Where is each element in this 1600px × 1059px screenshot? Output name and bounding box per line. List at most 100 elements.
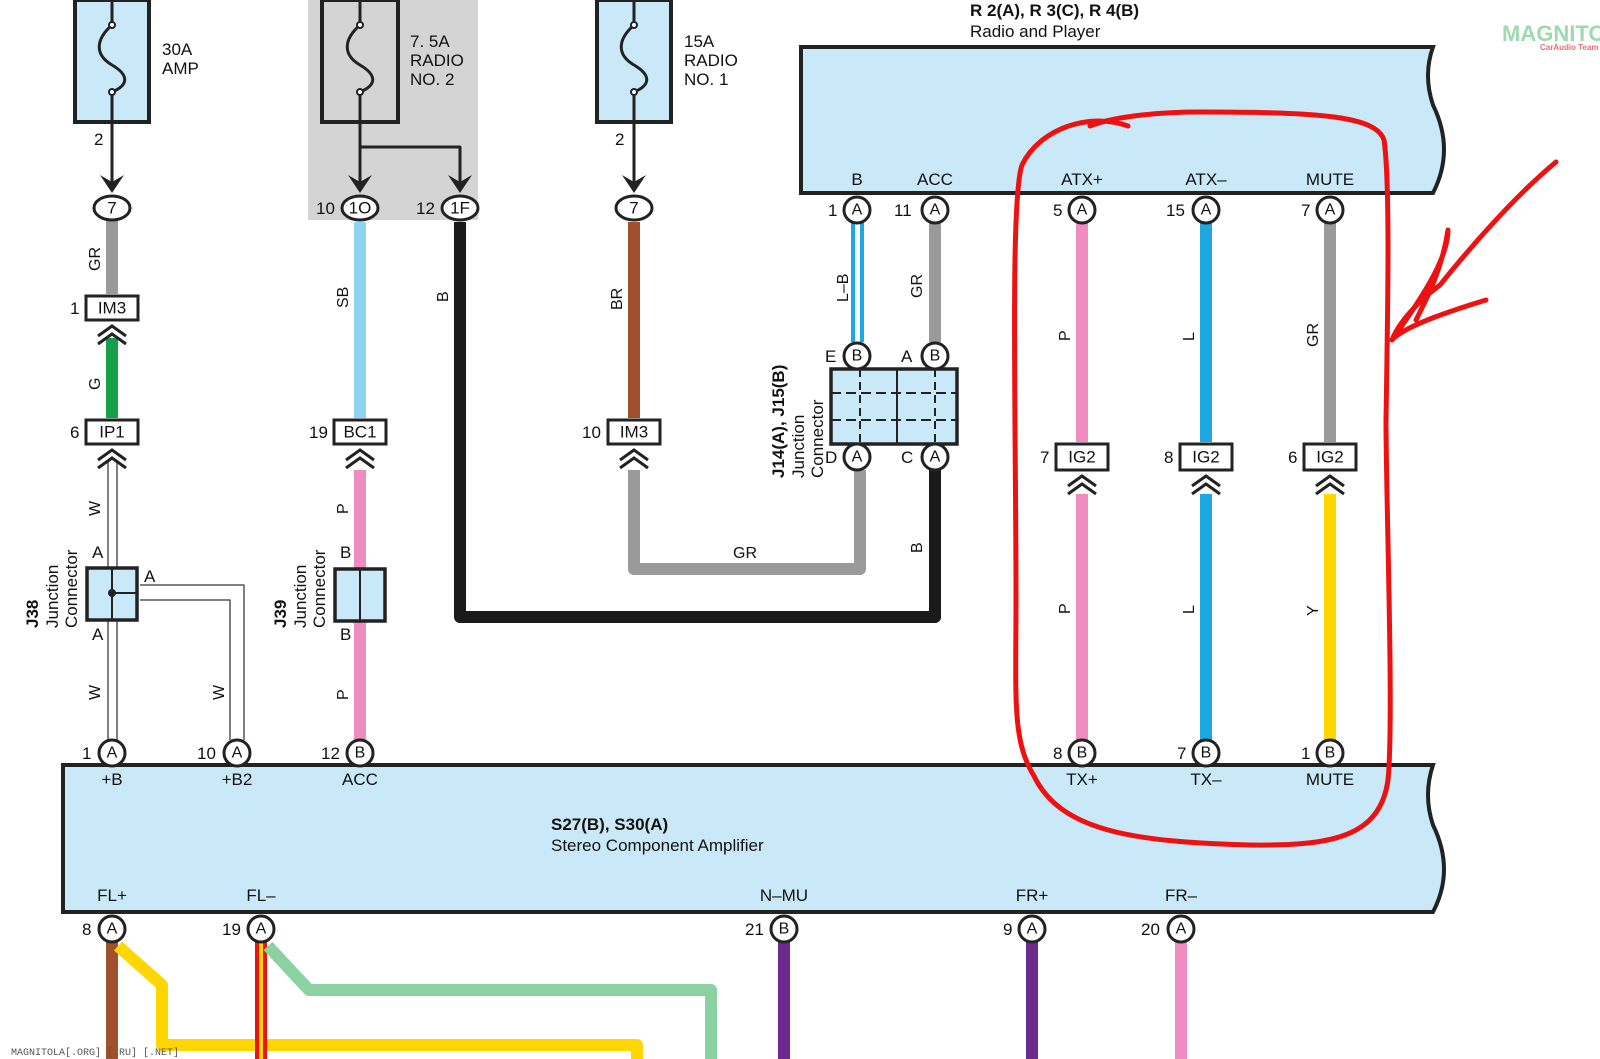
wire-b-black — [454, 222, 941, 623]
wire-label-w3: W — [211, 684, 228, 700]
connector-im3-amp: IM3 — [84, 294, 140, 322]
junction-j39-id: J39 — [271, 600, 290, 628]
radio-term-acc-num: 11 — [894, 201, 912, 220]
chevron-ip1 — [97, 448, 127, 470]
amp-term-nmu-name: N–MU — [760, 886, 808, 905]
svg-text:BC1: BC1 — [343, 423, 376, 442]
amp-term-b-num: 1 — [82, 744, 91, 763]
junction-j14-id: J14(A), J15(B) — [769, 365, 788, 478]
pin-amp-fr-minus: A — [1166, 914, 1196, 944]
highlight-outline — [1012, 109, 1393, 848]
amp-term-fl-plus-name: FL+ — [97, 886, 127, 905]
wire-label-w1: W — [87, 500, 104, 516]
wire-label-lb: L–B — [835, 274, 852, 302]
fuse-radio-no2 — [320, 0, 400, 124]
svg-text:B: B — [779, 921, 790, 938]
amp-term-b2-name: +B2 — [222, 770, 253, 789]
amp-term-acc-num: 12 — [321, 744, 340, 763]
amp-term-fl-plus-num: 8 — [82, 920, 91, 939]
amplifier-block — [61, 763, 1446, 914]
svg-text:A: A — [930, 449, 941, 466]
highlight-arrow — [1389, 159, 1559, 343]
radio-term-atx-plus-num: 5 — [1053, 201, 1062, 220]
radio-term-atx-plus-name: ATX+ — [1061, 170, 1103, 189]
pin-radio-b: A — [842, 195, 872, 225]
wire-label-w2: W — [87, 684, 104, 700]
fuse-amp-pin: 2 — [94, 130, 103, 149]
pin-radio-mute: A — [1315, 195, 1345, 225]
wire-label-l1: L — [1181, 332, 1198, 341]
connector-im3-radio-num: 10 — [582, 423, 601, 442]
arrowheads — [100, 175, 646, 193]
connector-ip1-num: 6 — [70, 423, 79, 442]
amp-term-fl-minus-num: 19 — [222, 920, 241, 939]
svg-text:1F: 1F — [450, 199, 470, 218]
junction-j39-pin-top: B — [340, 543, 351, 562]
wire-label-b1: B — [435, 291, 452, 302]
amp-term-nmu-num: 21 — [745, 920, 764, 939]
fuse-radio2-number: NO. 2 — [410, 70, 454, 89]
radio-term-b-num: 1 — [828, 201, 837, 220]
amp-term-tx-minus-name: TX– — [1190, 770, 1222, 789]
chevron-ig2-tx-plus — [1067, 474, 1097, 496]
fuse-radio1-rating: 15A — [684, 32, 715, 51]
svg-text:A: A — [1077, 202, 1088, 219]
junction-j38-pin-top: A — [92, 543, 104, 562]
junction-j14-pin-a: A — [901, 347, 913, 366]
connector-ig2-mute-num: 6 — [1288, 448, 1297, 467]
radio-player-title: R 2(A), R 3(C), R 4(B) — [970, 1, 1139, 20]
svg-text:B: B — [355, 745, 366, 762]
svg-text:IG2: IG2 — [1068, 448, 1095, 467]
wire-w-b2-inner — [140, 599, 231, 740]
connector-ig2-tx-plus: IG2 — [1054, 442, 1110, 472]
svg-text:A: A — [1201, 202, 1212, 219]
svg-text:B: B — [930, 348, 941, 365]
oval-r1-7: 7 — [614, 194, 654, 222]
chevron-bc1 — [345, 448, 375, 470]
wire-label-p2: P — [335, 689, 352, 700]
radio-player-subtitle: Radio and Player — [970, 22, 1101, 41]
chevron-ig2-tx-minus — [1191, 474, 1221, 496]
junction-j14-pin-e: E — [825, 347, 836, 366]
chevron-im3-radio — [619, 448, 649, 470]
junction-j39-name2: Connector — [310, 549, 329, 628]
connector-im3-amp-num: 1 — [70, 299, 79, 318]
amplifier-subtitle: Stereo Component Amplifier — [551, 836, 764, 855]
fuse-radio-no1 — [595, 0, 673, 124]
pin-amp-mute: B — [1315, 738, 1345, 768]
fuse-radio2-name: RADIO — [410, 51, 464, 70]
amp-term-fr-plus-name: FR+ — [1016, 886, 1049, 905]
wire-label-p4: P — [1057, 603, 1074, 614]
pin-amp-tx-minus: B — [1191, 738, 1221, 768]
pin-j14-e: B — [842, 341, 872, 371]
svg-text:B: B — [852, 348, 863, 365]
svg-text:B: B — [1325, 745, 1336, 762]
wire-label-y: Y — [1305, 605, 1322, 616]
pin-radio-acc: A — [920, 195, 950, 225]
radio-term-acc-name: ACC — [917, 170, 953, 189]
pin-j14-a: B — [920, 341, 950, 371]
svg-text:1O: 1O — [349, 199, 372, 218]
junction-j14-j15 — [829, 367, 959, 446]
svg-text:7: 7 — [629, 199, 638, 218]
oval-r2-1o-num: 10 — [316, 199, 335, 218]
connector-ig2-mute: IG2 — [1302, 442, 1358, 472]
amp-term-fr-minus-num: 20 — [1141, 920, 1160, 939]
pin-amp-acc: B — [345, 738, 375, 768]
junction-j38-pin-bottom: A — [92, 625, 104, 644]
amp-term-b2-num: 10 — [197, 744, 216, 763]
wire-w-b2-outer — [140, 584, 245, 740]
wire-label-b2: B — [909, 542, 926, 553]
chevron-im3-amp — [97, 324, 127, 346]
fuse-amp — [73, 0, 151, 124]
wire-label-g: G — [87, 378, 104, 390]
pin-amp-b: A — [97, 738, 127, 768]
svg-text:A: A — [852, 202, 863, 219]
footer-watermark: MAGNITOLA[.ORG] [.RU] [.NET] — [11, 1047, 179, 1059]
pin-j14-d: A — [842, 442, 872, 472]
junction-j38-pin-right: A — [144, 567, 156, 586]
fuse-radio1-pin: 2 — [615, 130, 624, 149]
svg-text:A: A — [107, 745, 118, 762]
svg-text:IM3: IM3 — [98, 299, 126, 318]
svg-text:A: A — [1027, 921, 1038, 938]
